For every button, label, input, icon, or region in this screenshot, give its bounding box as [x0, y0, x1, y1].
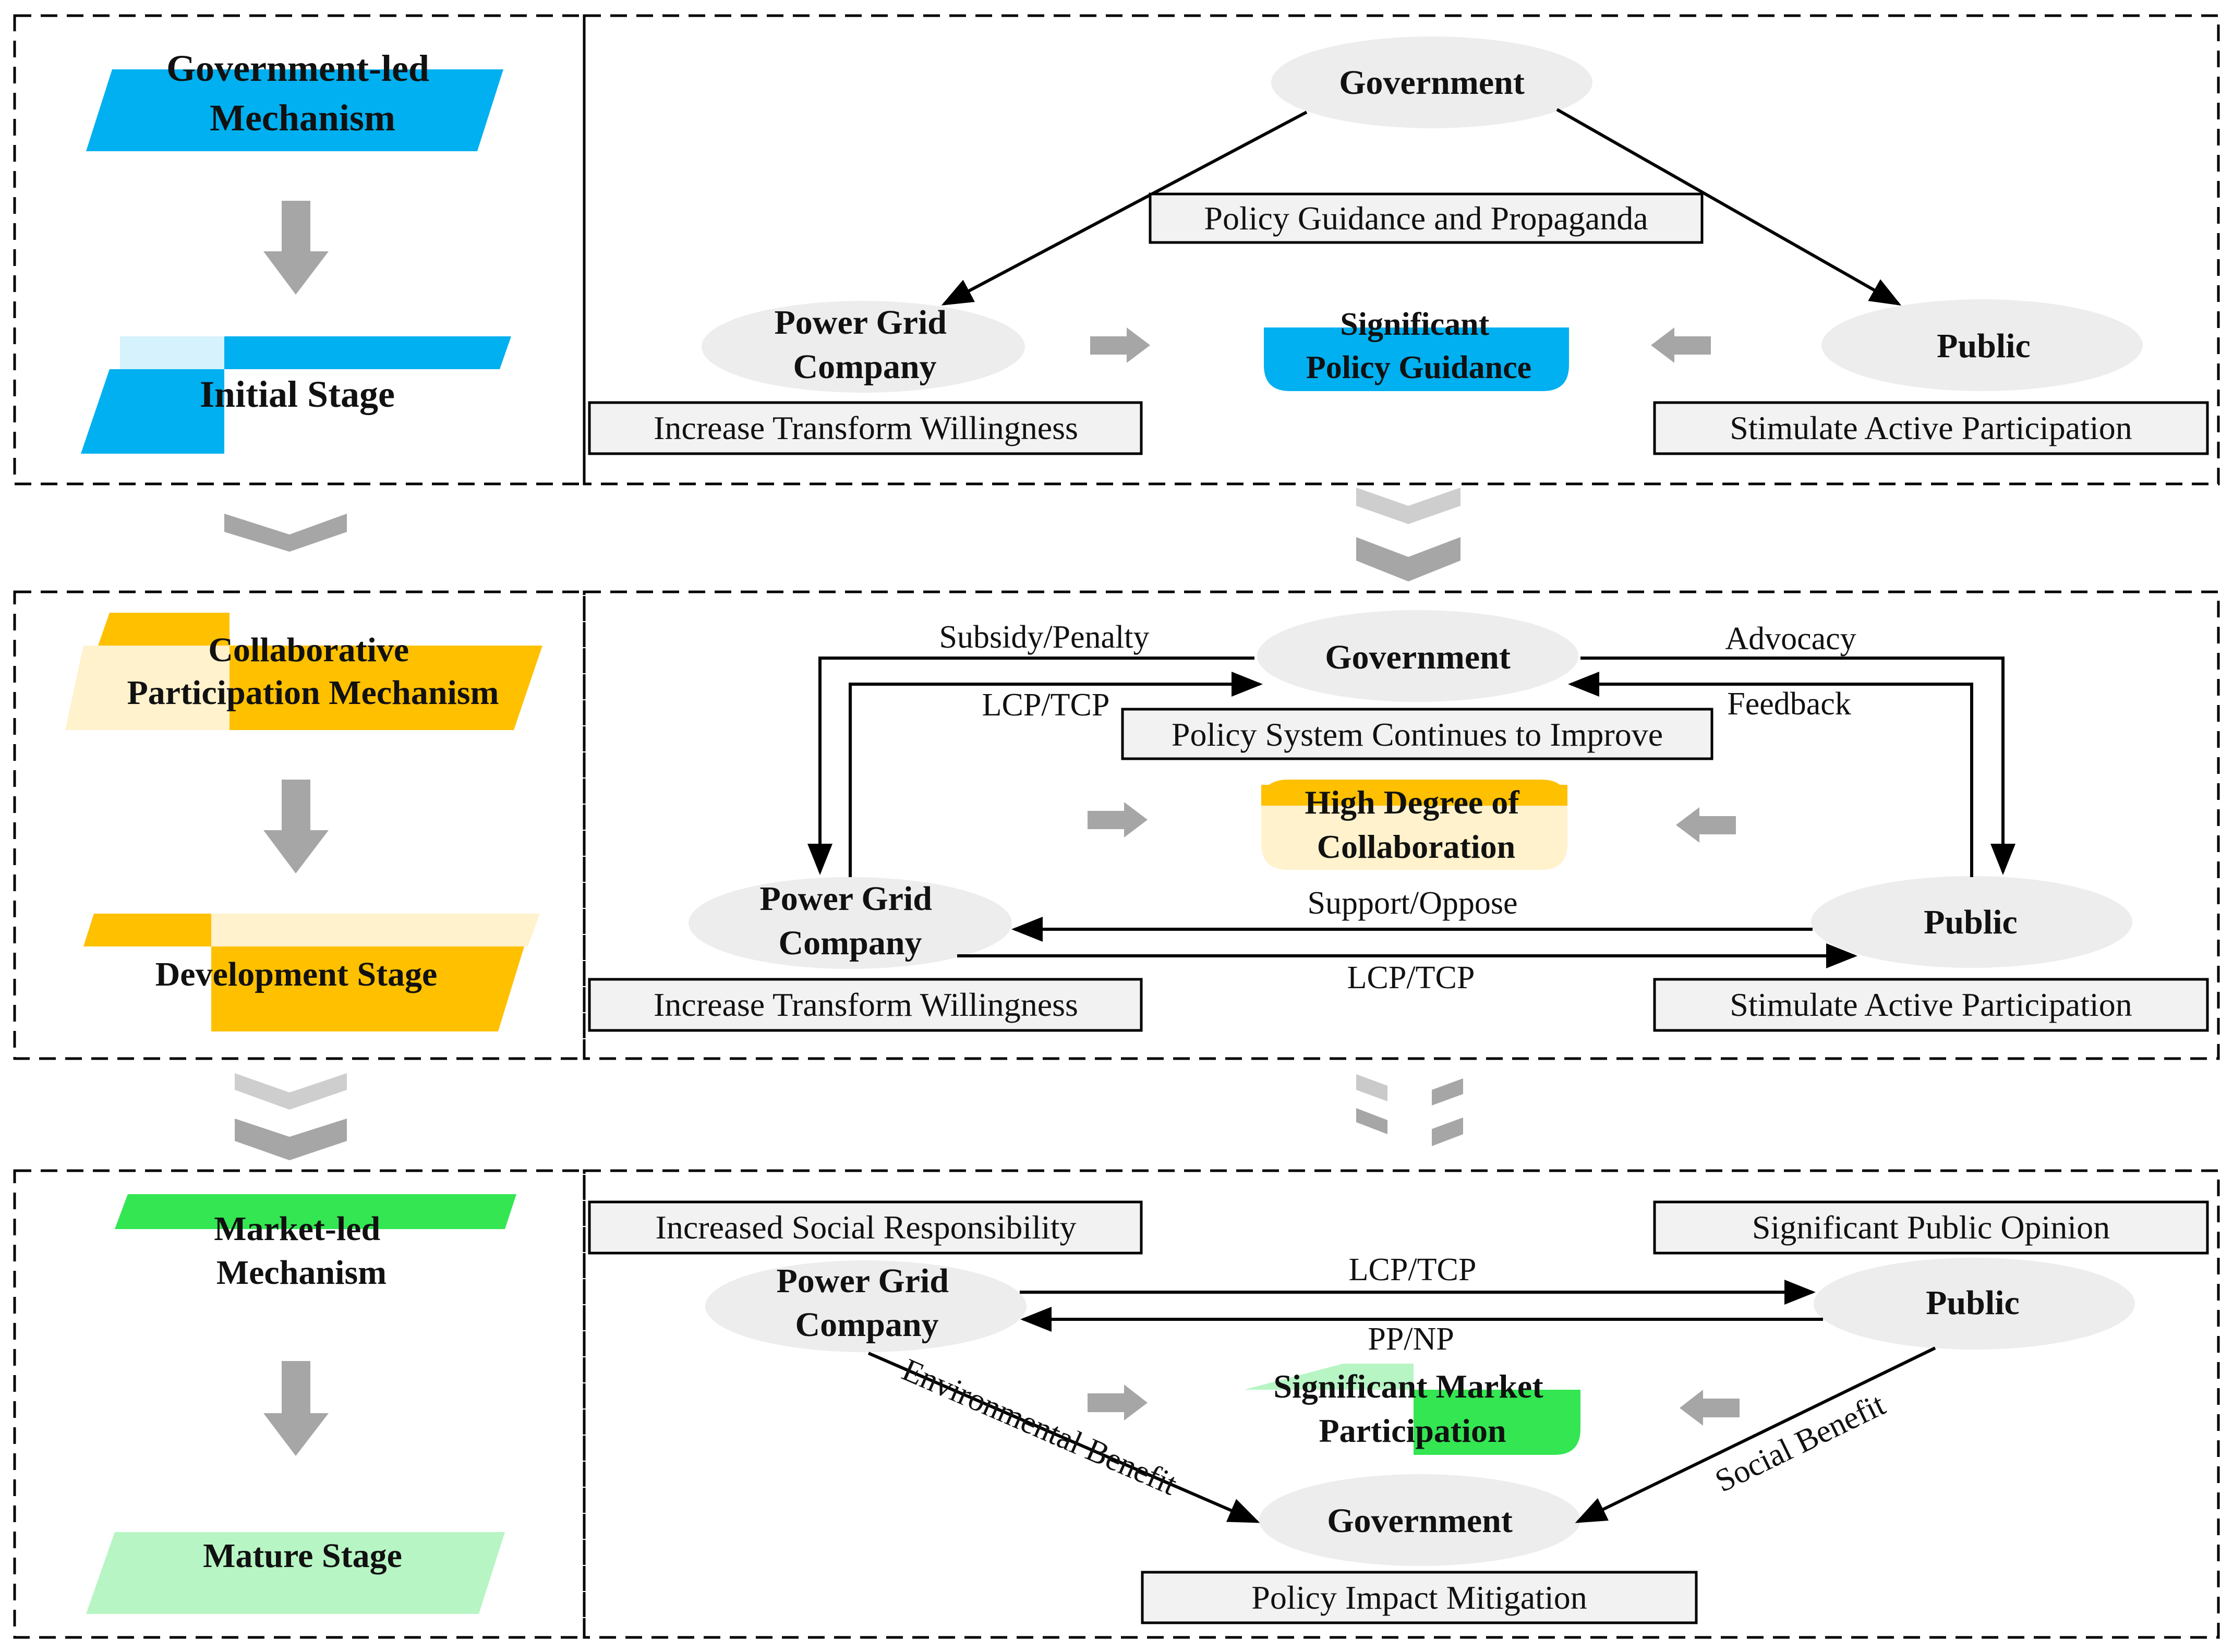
- stage1-right-panel: [583, 14, 2220, 485]
- right-arrow-icon: [1088, 1384, 1148, 1420]
- stage2-stage-shape: Development Stage: [83, 914, 540, 1031]
- stage1-government-label: Government: [1339, 64, 1525, 102]
- stage2-public-box: [1653, 978, 2209, 1032]
- stage3-gov-box: [1141, 1571, 1698, 1624]
- down-arrow-icon: [263, 780, 329, 873]
- stage3-mechanism-label: Market-led Mechanism: [214, 1210, 389, 1292]
- chevron-down-icon: [224, 488, 1460, 581]
- stage1-stage-label: Initial Stage: [200, 373, 395, 415]
- stage3-public-node: [1814, 1258, 2135, 1350]
- stage2-center-label: High Degree of Collaboration: [1305, 784, 1527, 865]
- stage2-center-shape: [1261, 780, 1567, 870]
- stage1-public-box: [1653, 401, 2209, 455]
- arrow-gov-to-public-advocacy: [1580, 657, 2015, 875]
- stage3-center-label: Significant Market Participation: [1273, 1368, 1551, 1449]
- panel-frames: [13, 14, 2220, 1639]
- chevron-down-icon: [235, 1073, 1463, 1160]
- edge-label-lcp-public: LCP/TCP: [1347, 960, 1475, 995]
- stage2-grid-box-label: Increase Transform Willingness: [654, 986, 1078, 1023]
- edge-label-ppnp: PP/NP: [1368, 1321, 1454, 1357]
- stage3-government-label: Government: [1327, 1502, 1513, 1540]
- stage3-center-shape: [1244, 1364, 1580, 1455]
- stage2-government-label: Government: [1325, 638, 1511, 676]
- stage1-center-shape: [1264, 327, 1569, 391]
- edge-label-subsidy: Subsidy/Penalty: [939, 620, 1149, 655]
- edge-label-lcp: LCP/TCP: [1349, 1252, 1477, 1287]
- stage3-public-box-label: Significant Public Opinion: [1752, 1209, 2110, 1246]
- stage1-mechanism-shape: Government-led Mechanism: [86, 47, 503, 151]
- arrow-public-to-gov-social: [1575, 1346, 1936, 1523]
- stage1-public-label: Public: [1937, 327, 2031, 365]
- stage2-stage-label: Development Stage: [155, 955, 438, 993]
- arrow-gov-to-grid-subsidy: [807, 657, 1254, 875]
- stage3-right-panel: [583, 1169, 2220, 1639]
- down-arrow-icon: [263, 1361, 329, 1456]
- stage3-grid-box: [588, 1200, 1143, 1255]
- stage2-left-panel: [13, 590, 586, 1060]
- stage3-grid-box-label: Increased Social Responsibility: [656, 1209, 1077, 1246]
- stage2-government-node: [1257, 610, 1578, 702]
- stage1-grid-company-label: Power Grid Company: [774, 303, 955, 386]
- stage2-right-panel: [583, 590, 2220, 1060]
- edge-label-feedback: Feedback: [1727, 686, 1851, 722]
- stage1-stage-shape: Initial Stage: [81, 336, 511, 454]
- stage1-grid-company-node: [702, 301, 1025, 393]
- stage3-stage-shape: Mature Stage: [86, 1532, 505, 1614]
- stage1-public-node: [1821, 299, 2143, 391]
- stage3-gov-box-label: Policy Impact Mitigation: [1251, 1579, 1587, 1616]
- edge-label-lcp-gov: LCP/TCP: [982, 687, 1110, 723]
- stage3-stage-label: Mature Stage: [203, 1537, 402, 1575]
- stage3-government-node: [1259, 1474, 1580, 1566]
- right-arrow-icon: [1088, 802, 1148, 837]
- stage1-left-panel: [13, 14, 586, 485]
- stage3-public-box: [1653, 1200, 2209, 1255]
- edge-label-advocacy: Advocacy: [1725, 621, 1856, 657]
- stage1-gov-box: [1149, 192, 1704, 244]
- stage3-mechanism-shape: Market-led Mechanism: [115, 1194, 516, 1292]
- stage3-left-panel: [13, 1169, 586, 1639]
- stage1-government-node: [1271, 37, 1592, 128]
- left-arrow-icon: [1676, 807, 1736, 843]
- arrow-public-to-gov-feedback: [1568, 672, 1973, 877]
- stage2-mechanism-shape: Collaborative Participation Mechanism: [65, 613, 542, 730]
- arrow-grid-to-gov-lcp: [849, 672, 1263, 877]
- right-arrow-icon: [1090, 327, 1150, 363]
- left-arrow-icon: [1680, 1390, 1740, 1426]
- stage2-grid-company-label: Power Grid Company: [759, 880, 940, 962]
- stage2-gov-box: [1121, 708, 1713, 760]
- down-arrow-icon: [263, 201, 329, 295]
- stage2-public-box-label: Stimulate Active Participation: [1730, 986, 2132, 1023]
- stage3-grid-company-node: [705, 1260, 1027, 1352]
- stage3-public-label: Public: [1926, 1284, 2020, 1322]
- arrow-gov-to-public: [1556, 108, 1902, 306]
- stage1-public-box-label: Stimulate Active Participation: [1730, 409, 2132, 446]
- stage1-grid-box-label: Increase Transform Willingness: [654, 409, 1078, 446]
- edge-label-env: Environmental Benefit: [897, 1352, 1182, 1502]
- stage2-public-node: [1811, 876, 2132, 968]
- stage2-gov-box-label: Policy System Continues to Improve: [1172, 716, 1663, 753]
- stage2-public-label: Public: [1924, 903, 2018, 941]
- stage1-grid-box: [588, 401, 1143, 455]
- arrow-grid-to-gov-env: [867, 1352, 1260, 1523]
- stage3-grid-company-label: Power Grid Company: [776, 1262, 957, 1344]
- left-arrow-icon: [1651, 327, 1711, 363]
- stage1-gov-box-label: Policy Guidance and Propaganda: [1204, 200, 1648, 237]
- stage2-grid-box: [588, 978, 1143, 1032]
- stage2-grid-company-node: [689, 877, 1012, 969]
- stage2-mechanism-label: Collaborative Participation Mechanism: [127, 631, 499, 712]
- arrow-gov-to-grid: [941, 111, 1308, 306]
- stage1-mechanism-label: Government-led Mechanism: [166, 47, 439, 139]
- stage1-center-label: Significant Policy Guidance: [1306, 307, 1531, 385]
- edge-label-support: Support/Oppose: [1308, 885, 1518, 921]
